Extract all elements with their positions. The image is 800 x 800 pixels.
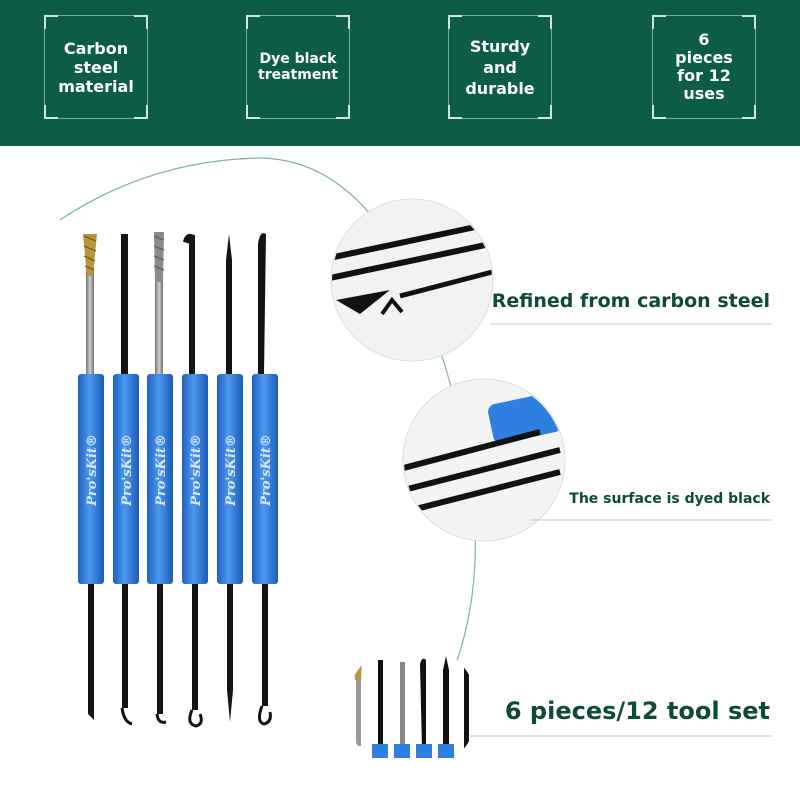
feature-box-dye-black: Dye black treatment — [246, 15, 350, 119]
callout-surface: The surface is dyed black — [569, 491, 770, 507]
brand-label-5: Pro'sKit® — [224, 434, 239, 507]
feature-label-dye-black: Dye black treatment — [258, 51, 338, 83]
brand-label-2: Pro'sKit® — [120, 434, 135, 507]
detail-circle-surface — [402, 378, 566, 542]
tool-4 — [182, 233, 208, 728]
feature-box-sturdy: Sturdy and durable — [448, 15, 552, 119]
tool-6 — [252, 233, 278, 726]
feature-label-six-pieces: 6 pieces for 12 uses — [675, 30, 733, 103]
callout-refined: Refined from carbon steel — [491, 290, 770, 312]
callout-set: 6 pieces/12 tool set — [504, 697, 770, 725]
brand-label-4: Pro'sKit® — [189, 434, 204, 507]
brand-label-1: Pro'sKit® — [85, 434, 100, 507]
tool-1 — [78, 234, 104, 720]
tool-5 — [217, 234, 243, 722]
brass-brush-tip — [83, 234, 97, 276]
feature-label-sturdy: Sturdy and durable — [465, 36, 535, 98]
feature-box-carbon-steel: Carbon steel material — [44, 15, 148, 119]
tool-2 — [113, 234, 139, 726]
tool-3 — [147, 232, 173, 724]
product-illustration: Pro'sKit® Pro'sKit® Pro'sKit® Pro'sKit® … — [59, 157, 772, 774]
brand-label-6: Pro'sKit® — [259, 434, 274, 507]
feature-banner: Carbon steel material Dye black treatmen… — [0, 0, 800, 146]
feature-box-six-pieces: 6 pieces for 12 uses — [652, 15, 756, 119]
detail-circle-tips — [330, 198, 494, 362]
brand-label-3: Pro'sKit® — [154, 434, 169, 507]
feature-label-carbon-steel: Carbon steel material — [58, 38, 134, 96]
detail-circle-set — [346, 642, 478, 774]
